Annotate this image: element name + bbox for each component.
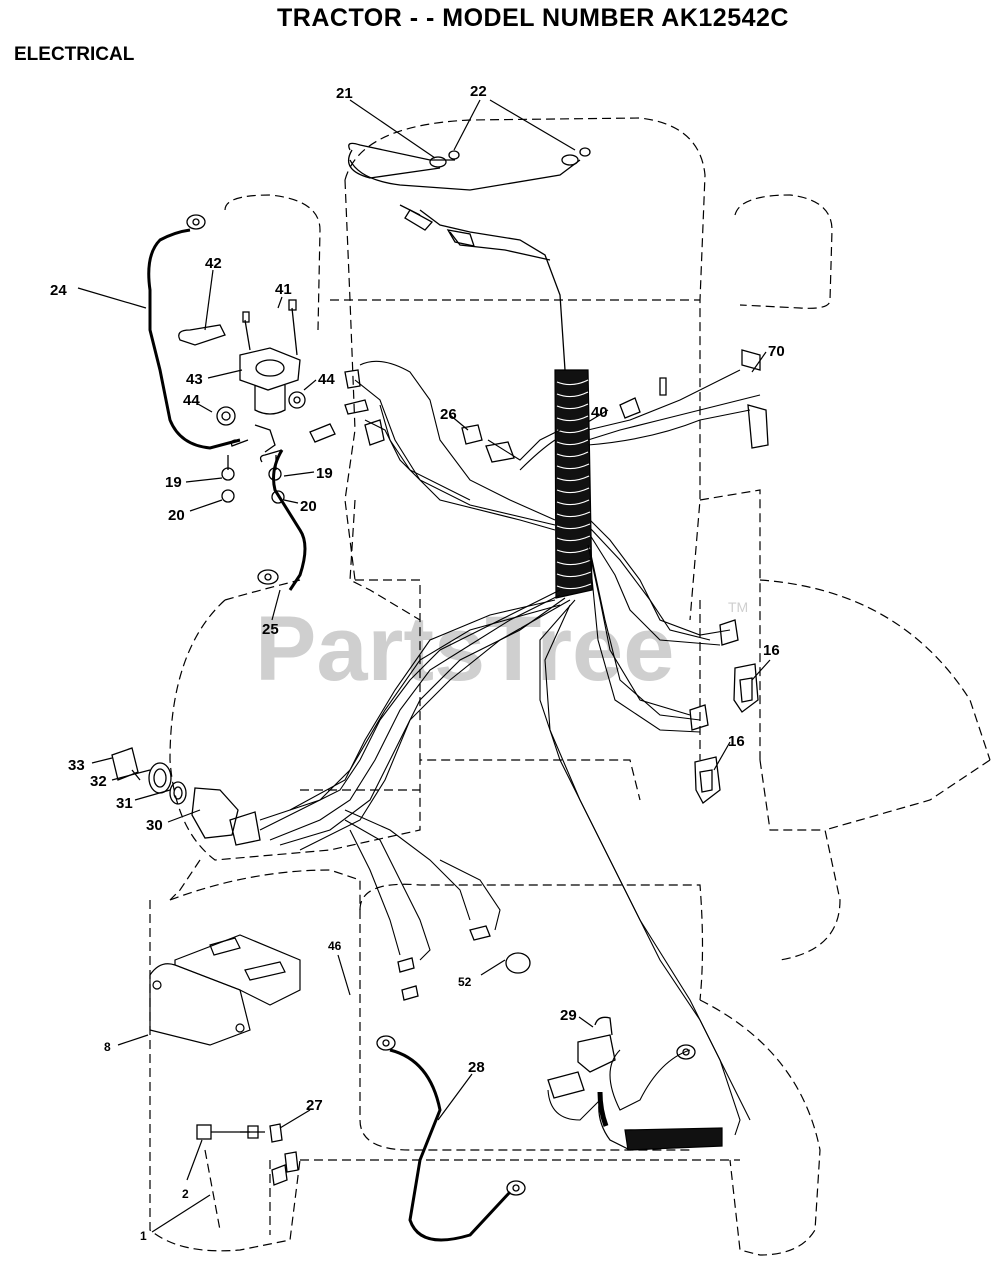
callout-21: 21 xyxy=(336,85,353,102)
coiled-conduit xyxy=(554,369,593,599)
callout-33: 33 xyxy=(68,757,85,774)
cable-terminals xyxy=(186,214,696,1196)
headlight-harness xyxy=(347,142,591,371)
callout-20-left: 20 xyxy=(168,507,185,524)
callout-2: 2 xyxy=(182,1187,189,1201)
tractor-outline xyxy=(149,117,991,1256)
section-label: ELECTRICAL xyxy=(14,44,135,65)
callout-43: 43 xyxy=(186,371,203,388)
callout-20-right: 20 xyxy=(300,498,317,515)
callout-31: 31 xyxy=(116,795,133,812)
callout-19-left: 19 xyxy=(165,474,182,491)
callout-26: 26 xyxy=(440,406,457,423)
callout-46: 46 xyxy=(328,939,342,953)
callout-32: 32 xyxy=(90,773,107,790)
callout-52: 52 xyxy=(458,975,472,989)
leader-lines xyxy=(77,99,771,1233)
callout-19-right: 19 xyxy=(316,465,333,482)
callout-42: 42 xyxy=(205,255,222,272)
callout-16-bottom: 16 xyxy=(728,733,745,750)
callout-28: 28 xyxy=(468,1059,485,1076)
callout-8: 8 xyxy=(104,1040,111,1054)
battery-cables xyxy=(147,228,512,1242)
callout-22: 22 xyxy=(470,83,487,100)
watermark: PartsTree xyxy=(255,598,674,700)
callout-30: 30 xyxy=(146,817,163,834)
dash-housing xyxy=(149,934,301,1046)
watermark-tm: TM xyxy=(728,599,748,615)
coiled-cord xyxy=(597,1091,723,1151)
hardware-parts xyxy=(196,1123,299,1186)
callout-44-right: 44 xyxy=(318,371,335,388)
callout-40: 40 xyxy=(591,404,608,421)
callout-1: 1 xyxy=(140,1229,147,1243)
diagram-title: TRACTOR - - MODEL NUMBER AK12542C xyxy=(277,4,789,32)
solenoid-assembly xyxy=(178,299,306,504)
callout-16-top: 16 xyxy=(763,642,780,659)
callout-29: 29 xyxy=(560,1007,577,1024)
connectors xyxy=(309,349,769,1099)
main-wiring-harness xyxy=(259,360,761,1136)
callout-27: 27 xyxy=(306,1097,323,1114)
callout-labels: 21 22 24 42 41 43 44 44 19 19 20 20 25 2… xyxy=(50,83,785,1243)
callout-25: 25 xyxy=(262,621,279,638)
callout-41: 41 xyxy=(275,281,292,298)
callout-24: 24 xyxy=(50,282,67,299)
ignition-switch-parts xyxy=(111,747,261,846)
callout-44-left: 44 xyxy=(183,392,200,409)
callout-70: 70 xyxy=(768,343,785,360)
